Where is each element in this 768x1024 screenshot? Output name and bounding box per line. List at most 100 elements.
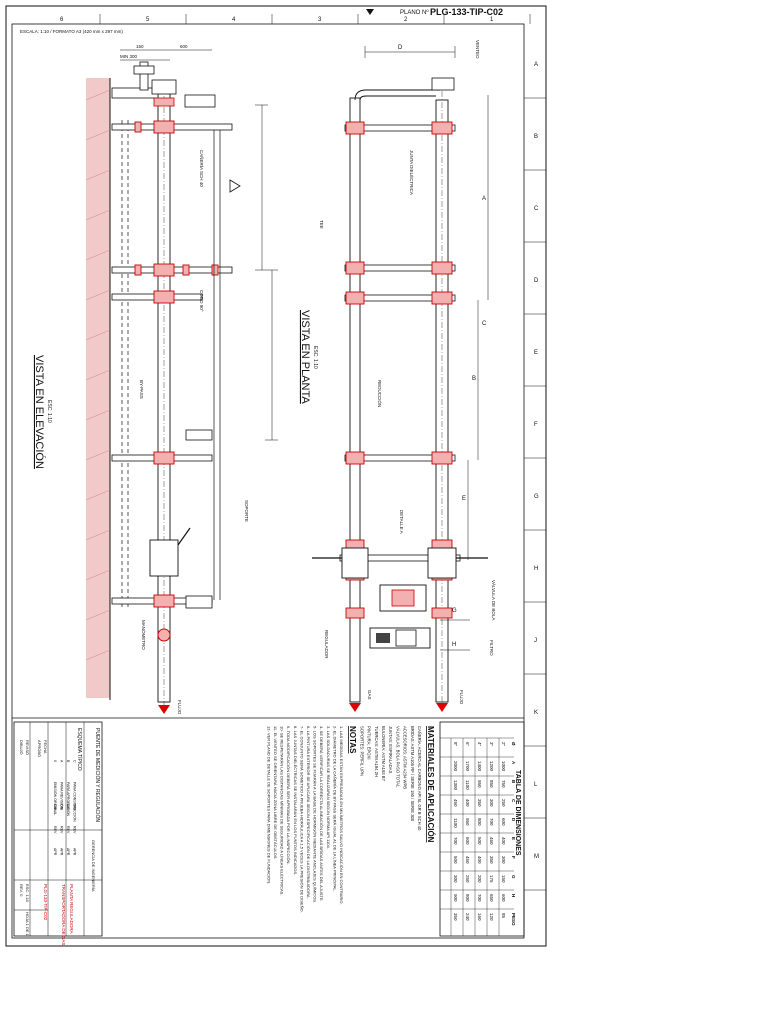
note-item: 2- EL DIÁMETRO DE LA CAÑERÍA DE BY-PASS … (332, 726, 337, 892)
dim-table-cell: 6" (465, 742, 470, 747)
plan-label: PLANO Nº (400, 9, 429, 16)
rev-row-cell: PARA APROBACIÓN (66, 782, 71, 816)
dimension-table: ØABCDEFGHPESO2"1000750250600400300150600… (439, 721, 525, 937)
label-gauge: MANÓMETRO (141, 620, 147, 650)
dim-table-cell: 300 (489, 799, 494, 807)
label-valve-ball: VÁLVULA DE BOLA (491, 580, 497, 620)
dim-table-cell: 1700 (465, 761, 470, 772)
rev-row-cell: DIB (66, 804, 70, 811)
dim-min300: MIN 300 (120, 54, 138, 59)
dim-table-cell: 4" (477, 742, 482, 747)
note-item: 12- VER PLANO DE DETALLE DE SOPORTES PAR… (266, 726, 271, 884)
dim-table-cell: 1000 (501, 761, 506, 772)
label-vent: VENTEO (475, 40, 480, 59)
dim-g: G (452, 608, 457, 614)
plan-number: PLG-133-TIP-C02 (430, 7, 503, 17)
dim-table-cell: 1200 (489, 761, 494, 772)
dim-table-header: C (511, 799, 516, 803)
grid-col-2: 2 (404, 17, 408, 23)
label-reducer: REDUCCIÓN (377, 380, 383, 407)
material-item: BULONERÍA: ASTM A193 B7 (381, 726, 386, 782)
dim-table-cell: 400 (465, 799, 470, 807)
dim-table-cell: 160 (477, 913, 482, 921)
label-support: SOPORTE (244, 500, 249, 522)
rev-row-cell: REV (66, 826, 70, 834)
dim-table-cell: 85 (501, 913, 506, 919)
plan-top-valve-icon (431, 77, 455, 91)
material-item: BRIDAS: ASTM A105 RF / SERIE 150 / SERIE… (410, 726, 415, 822)
material-item: VÁLVULAS: BOLA PASO TOTAL (395, 726, 400, 788)
material-item: JUNTAS: ESPIRALADAS (388, 726, 393, 774)
note-item: 1- LAS MEDIDAS ESTÁN EXPRESADAS EN MILÍM… (339, 726, 344, 905)
dim-table-cell: 350 (453, 913, 458, 921)
note-item: 4- SE DEBERÁ VERIFICAR LA CORRECTA ALINE… (319, 726, 324, 902)
label-regulator: REGULADOR (324, 630, 329, 659)
rev-row-cell: REV (53, 826, 57, 834)
grid-row-H: H (534, 566, 538, 572)
note-item: 6- LA PINTURA EXTERIOR SE APLICARÁ SEGÚN… (306, 726, 311, 899)
tb-drawing-title: PUENTE DE MEDICIÓN Y REGULACIÓN (94, 728, 101, 822)
dim-table-cell: 1300 (453, 780, 458, 791)
grid-col-4: 4 (232, 17, 236, 23)
notes-block: NOTAS 1- LAS MEDIDAS ESTÁN EXPRESADAS EN… (266, 726, 357, 913)
dim-table-cell: 600 (501, 818, 506, 826)
pressure-gauge-icon (157, 628, 171, 642)
dim-table-cell: 500 (477, 837, 482, 845)
dim-table-cell: 300 (501, 856, 506, 864)
dim-table-header: PESO (511, 913, 516, 926)
red-flanges (134, 120, 219, 608)
dim-table-cell: 600 (501, 894, 506, 902)
dim-table-cell: 450 (489, 837, 494, 845)
dim-table-cell: 2" (501, 742, 506, 747)
rev-row-cell: C (73, 760, 77, 763)
dim-table-cell: 950 (477, 780, 482, 788)
rev-row-cell: REV (60, 826, 64, 834)
rev-row-cell: APR (66, 848, 70, 856)
dim-table-cell: 700 (477, 894, 482, 902)
top-valve-icon (133, 65, 155, 75)
dim-table-cell: 240 (465, 913, 470, 921)
plan-flow-arrow-2-icon (436, 703, 448, 712)
rev-row-cell: A (60, 760, 64, 763)
grid-row-G: G (534, 494, 539, 500)
material-item: SOPORTES: PERFIL UPN (359, 726, 364, 776)
rev-row-cell: APR (73, 848, 77, 856)
rev-row-cell: REV (73, 826, 77, 834)
dim-table-header: G (511, 875, 516, 879)
dim-table-cell: 1400 (477, 761, 482, 772)
tb-number: PLG-133-TIP-C02 (43, 884, 48, 921)
label-tee: TEE (319, 220, 324, 229)
dim-table-cell: 450 (465, 856, 470, 864)
sheet-border (5, 5, 547, 947)
dim-table-cell: 600 (465, 837, 470, 845)
dim-table-header: Ø (511, 742, 516, 746)
dim-table-cell: 700 (453, 837, 458, 845)
dim-table-cell: 300 (453, 875, 458, 883)
dim-150: 150 (136, 44, 144, 49)
grid-row-F: F (534, 422, 538, 428)
dim-table-cell: 150 (501, 875, 506, 883)
tb-drawing-sub: ESQUEMA TÍPICO (76, 728, 83, 771)
dim-b: B (472, 376, 476, 382)
dim-table-cell: 900 (453, 894, 458, 902)
tb-date: FECHA (43, 740, 48, 754)
note-item: 3- LAS SOLDADURAS SE REALIZARÁN SEGÚN NO… (326, 726, 331, 849)
dim-600: 600 (180, 44, 188, 49)
material-item: PINTURA: EPOXI (367, 726, 372, 760)
dim-table-header: E (511, 837, 516, 840)
materials-title: MATERIALES DE APLICACIÓN (426, 726, 435, 843)
dim-table-header: F (511, 856, 516, 859)
dim-table-cell: 250 (501, 799, 506, 807)
plan-ball-valve-2-icon (427, 547, 457, 579)
dim-table-cell: 650 (489, 894, 494, 902)
dim-table-header: B (511, 780, 516, 784)
dim-table-cell: 450 (453, 799, 458, 807)
dim-table-cell: 2000 (453, 761, 458, 772)
dim-a: A (482, 196, 486, 202)
dim-table-cell: 250 (465, 875, 470, 883)
dim-table-cell: 350 (477, 799, 482, 807)
label-flange-insul: JUNTA DIELÉCTRICA (409, 150, 415, 195)
tb-rev: REV. 0 (19, 884, 24, 897)
